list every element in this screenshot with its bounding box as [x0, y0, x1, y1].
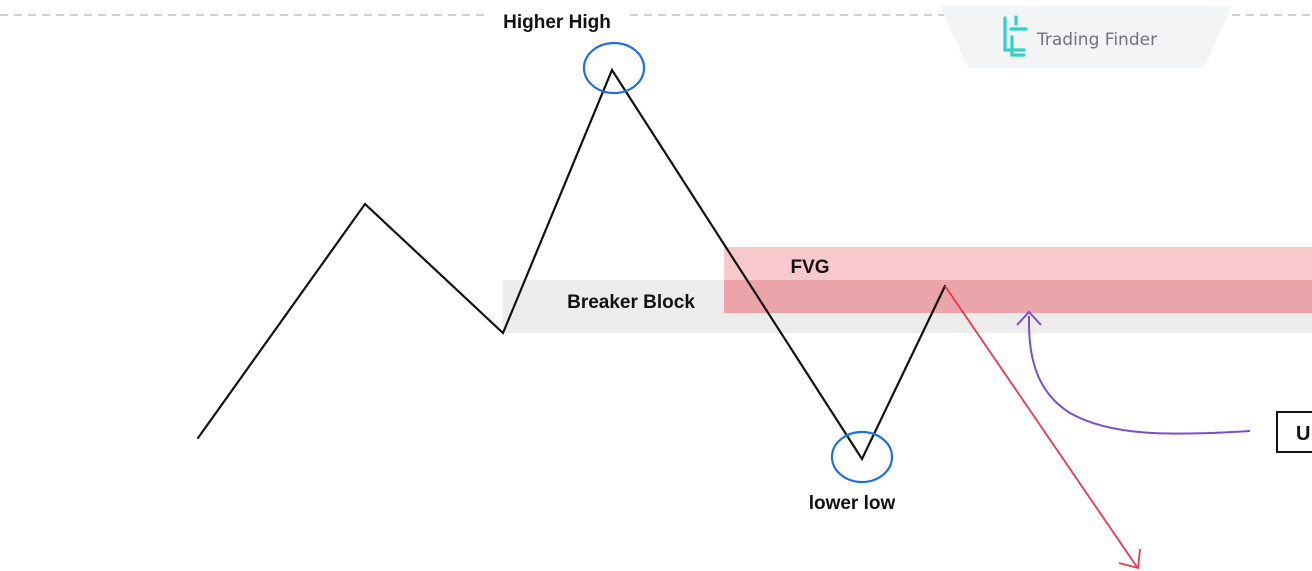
breaker-block-label: Breaker Block [567, 292, 695, 313]
fvg-label: FVG [790, 257, 829, 278]
brand-name: Trading Finder [1036, 30, 1157, 50]
higher-high-label: Higher High [503, 12, 611, 33]
price-swing-line [196, 67, 947, 462]
retest-pointer-arrow [1016, 310, 1251, 435]
cut-off-label-box [1276, 411, 1312, 453]
trading-finder-logo-icon [1003, 15, 1028, 57]
lower-low-circle [830, 430, 894, 484]
lower-low-label: lower low [809, 493, 896, 514]
breaker-fvg-overlap-zone [724, 280, 1312, 313]
cut-off-label-text: U [1296, 423, 1310, 445]
bearish-projection-arrow [944, 285, 1141, 570]
higher-high-circle [582, 41, 646, 95]
logo-label-mask [488, 2, 630, 34]
